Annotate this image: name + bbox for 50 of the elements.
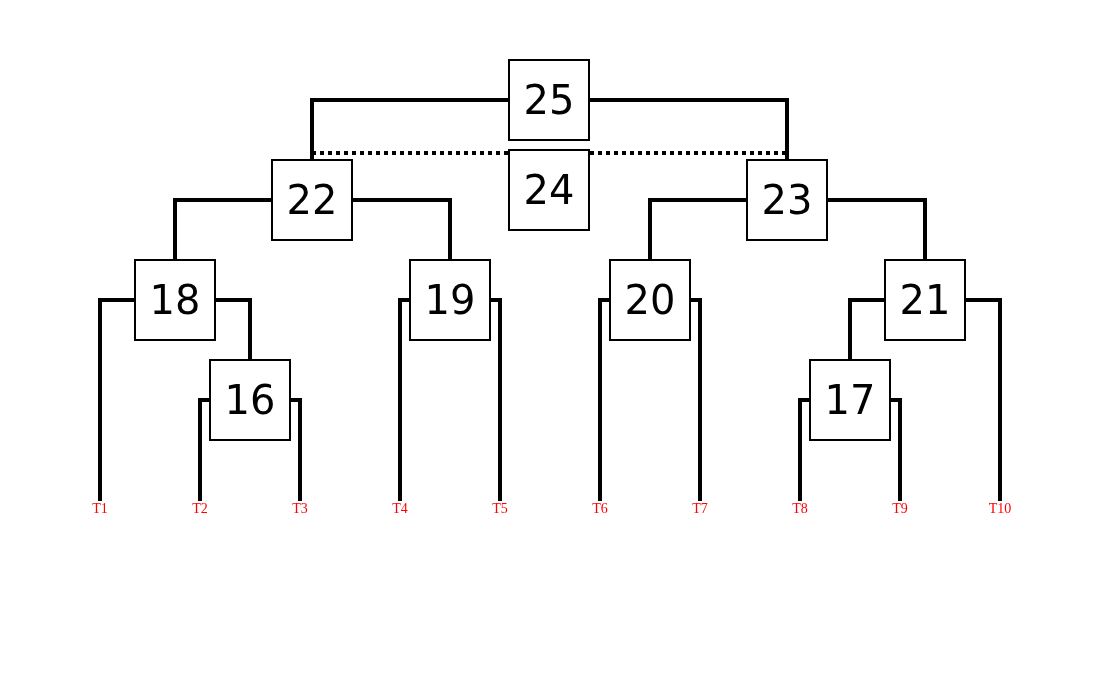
leaf-label: T7 (692, 502, 708, 516)
leaf-label: T10 (988, 502, 1012, 516)
cluster-box (746, 159, 828, 241)
tree-connector (353, 198, 452, 259)
tree-connector (310, 151, 508, 159)
cluster-number: 23 (761, 180, 813, 220)
tree-connector (590, 98, 789, 159)
cluster-number: 17 (824, 380, 876, 420)
cluster-box (508, 59, 590, 141)
tree-connector (828, 198, 927, 259)
tree-connector (590, 151, 789, 159)
cluster-number: 20 (624, 280, 676, 320)
cluster-number: 18 (149, 280, 201, 320)
cluster-box (134, 259, 216, 341)
cluster-number: 16 (224, 380, 276, 420)
leaf-label: T9 (892, 502, 908, 516)
cluster-box (209, 359, 291, 441)
cluster-number: 24 (523, 170, 575, 210)
cluster-number: 19 (424, 280, 476, 320)
tree-connector (291, 398, 302, 501)
tree-connector (173, 198, 271, 259)
cluster-number: 22 (286, 180, 338, 220)
tree-connector (216, 298, 252, 359)
tree-connector (891, 398, 902, 501)
cluster-box (809, 359, 891, 441)
tree-connector (598, 298, 609, 501)
cluster-box (271, 159, 353, 241)
leaf-label: T4 (392, 502, 408, 516)
leaf-label: T8 (792, 502, 808, 516)
tree-connector (966, 298, 1002, 501)
tree-connector (98, 298, 134, 501)
tree-connector (648, 198, 746, 259)
cluster-number: 21 (899, 280, 951, 320)
tree-connector (398, 298, 409, 501)
tree-connector (691, 298, 702, 501)
cluster-number: 25 (523, 80, 575, 120)
tree-connector (310, 98, 508, 159)
tree-connector (198, 398, 209, 501)
leaf-label: T2 (192, 502, 208, 516)
cluster-box (609, 259, 691, 341)
cluster-box (409, 259, 491, 341)
tree-connector (798, 398, 809, 501)
tree-connector (491, 298, 502, 501)
leaf-label: T5 (492, 502, 508, 516)
leaf-label: T6 (592, 502, 608, 516)
leaf-label: T1 (92, 502, 108, 516)
cluster-box (884, 259, 966, 341)
leaf-label: T3 (292, 502, 308, 516)
tree-connector (848, 298, 884, 359)
cluster-box (508, 149, 590, 231)
